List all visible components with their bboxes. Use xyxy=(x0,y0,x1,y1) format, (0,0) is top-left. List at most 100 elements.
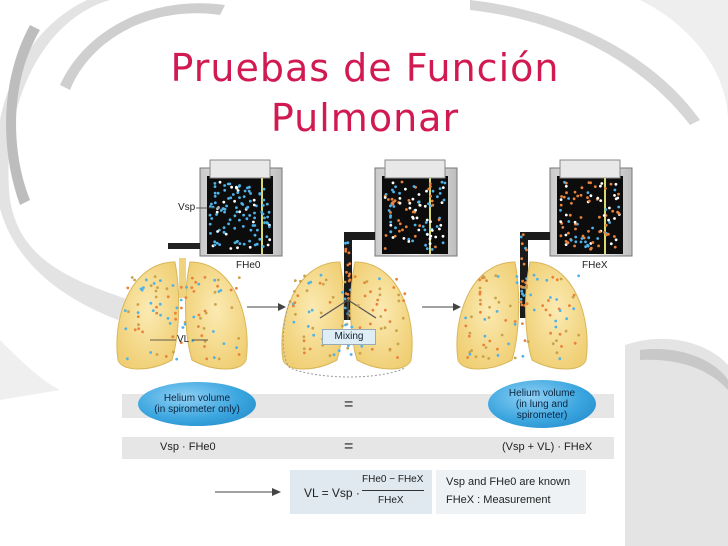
gas-dot xyxy=(344,241,347,245)
gas-dot xyxy=(424,221,428,224)
gas-dot xyxy=(209,205,212,208)
gas-dot xyxy=(387,198,390,201)
lung-dot xyxy=(559,277,563,281)
gas-dot xyxy=(389,220,393,224)
gas-dot xyxy=(397,219,400,222)
lung-dot xyxy=(487,357,491,360)
gas-dot xyxy=(568,213,572,217)
gas-dot xyxy=(569,238,573,242)
lung-dot xyxy=(525,284,528,287)
lung-dot xyxy=(525,302,529,306)
lung-dot xyxy=(403,292,407,296)
lung-dot xyxy=(401,316,405,320)
lung-dot xyxy=(308,347,312,351)
lung-dot xyxy=(468,331,472,335)
lung-dot xyxy=(166,295,170,299)
gas-dot xyxy=(235,210,239,214)
gas-dot xyxy=(609,182,613,186)
gas-dot xyxy=(427,187,431,191)
lung-dot xyxy=(560,345,563,348)
lung-dot xyxy=(346,346,350,350)
lung-dot xyxy=(358,351,362,355)
gas-dot xyxy=(392,205,396,208)
lung-dot xyxy=(496,275,500,278)
gas-dot xyxy=(587,229,590,233)
gas-dot xyxy=(438,227,441,231)
gas-dot xyxy=(580,186,584,190)
lung-dot xyxy=(337,349,341,352)
lung-dot xyxy=(369,290,372,294)
lung-dot xyxy=(464,324,468,328)
gas-dot xyxy=(235,185,238,189)
fhe0-label-left: FHe0 xyxy=(236,260,261,271)
lung-dot xyxy=(171,335,175,339)
lung-dot xyxy=(164,355,168,358)
gas-dot xyxy=(428,237,432,241)
gas-dot xyxy=(262,187,266,191)
lung-dot xyxy=(309,280,313,284)
gas-dot xyxy=(430,199,434,203)
formula-numerator: FHe0 − FHeX xyxy=(362,474,424,485)
lung-dot xyxy=(497,300,501,304)
lung-dot xyxy=(159,313,163,317)
gas-dot xyxy=(227,197,230,200)
lung-dot xyxy=(183,320,187,324)
gas-dot xyxy=(417,228,421,232)
lung-dot xyxy=(558,357,562,361)
lung-dot xyxy=(483,318,487,321)
lung-dot xyxy=(494,274,498,277)
gas-dot xyxy=(237,185,241,188)
gas-dot xyxy=(411,217,415,220)
gas-dot xyxy=(348,272,351,276)
lung-dot xyxy=(294,312,297,316)
gas-dot xyxy=(598,230,602,234)
lung-dot xyxy=(149,284,153,287)
gas-dot xyxy=(423,204,427,208)
gas-dot xyxy=(435,225,439,228)
gas-dot xyxy=(265,202,269,206)
lung-dot xyxy=(235,346,238,349)
gas-dot xyxy=(567,197,570,200)
gas-dot xyxy=(520,242,524,246)
mixing-label: Mixing xyxy=(322,329,376,345)
gas-dot xyxy=(266,243,270,247)
gas-dot xyxy=(428,182,432,186)
lung-dot xyxy=(555,278,559,282)
gas-dot xyxy=(233,226,237,230)
lung-dot xyxy=(149,301,153,305)
lung-dot xyxy=(319,273,323,277)
gas-dot xyxy=(603,231,606,234)
gas-dot xyxy=(573,220,577,224)
gas-dot xyxy=(605,233,608,237)
lung-dot xyxy=(496,354,500,357)
gas-dot xyxy=(596,237,600,240)
gas-dot xyxy=(253,211,256,215)
gas-dot xyxy=(398,197,402,200)
gas-dot xyxy=(343,297,347,301)
gas-dot xyxy=(599,199,603,203)
gas-dot xyxy=(398,191,401,195)
lung-dot xyxy=(205,357,209,361)
gas-dot xyxy=(593,185,597,189)
lung-dot xyxy=(379,327,383,330)
lung-dot xyxy=(388,348,392,352)
lung-dot xyxy=(133,328,137,332)
lung-dot xyxy=(397,299,401,303)
gas-dot xyxy=(267,210,271,214)
gas-dot xyxy=(567,220,571,223)
gas-dot xyxy=(252,220,255,224)
gas-dot xyxy=(238,196,241,200)
lung-dot xyxy=(350,325,354,329)
gas-dot xyxy=(222,230,226,234)
gas-dot xyxy=(261,204,265,207)
lung-dot xyxy=(123,309,127,312)
lung-dot xyxy=(137,323,140,327)
gas-dot xyxy=(564,233,568,237)
gas-dot xyxy=(233,214,237,218)
gas-dot xyxy=(216,191,220,195)
lung-dot xyxy=(183,322,187,326)
lung-dot xyxy=(344,323,347,327)
lung-dot xyxy=(483,334,487,338)
lung-dot xyxy=(212,330,215,333)
